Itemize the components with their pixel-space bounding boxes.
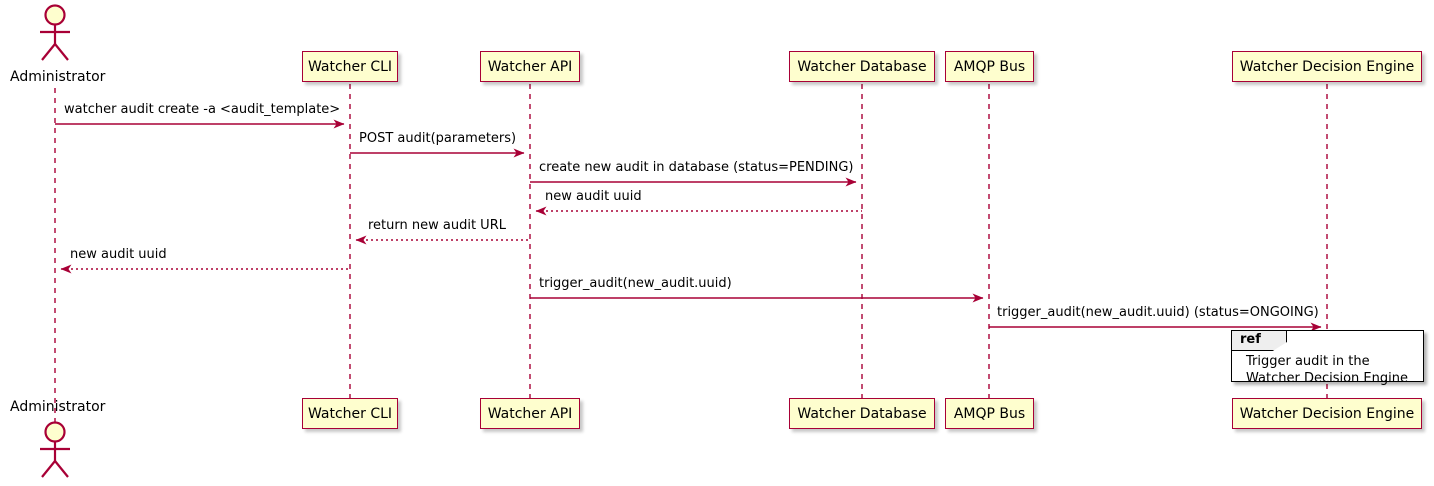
participant-box-watcher-decision-engine-bottom[interactable]: Watcher Decision Engine [1232,398,1422,429]
message-label-4: new audit uuid [545,189,642,204]
ref-fragment-text: Trigger audit in the Watcher Decision En… [1246,353,1408,387]
participant-box-watcher-api-top[interactable]: Watcher API [480,51,580,82]
message-arrows [55,119,1322,332]
actor-icon-bottom [40,421,70,478]
ref-fragment-keyword: ref [1240,332,1261,347]
actor-label-administrator-bottom: Administrator [10,399,106,415]
lifelines [54,84,1328,425]
message-label-6: new audit uuid [70,247,167,262]
participant-box-watcher-cli-top[interactable]: Watcher CLI [302,51,398,82]
participant-box-watcher-decision-engine-top[interactable]: Watcher Decision Engine [1232,51,1422,82]
ref-fragment[interactable]: ref Trigger audit in the Watcher Decisio… [1231,330,1424,386]
ref-fragment-tab [1232,331,1287,351]
message-label-7: trigger_audit(new_audit.uuid) [539,276,732,291]
actor-icon-top [40,4,70,61]
ref-fragment-line-2: Watcher Decision Engine [1246,371,1408,386]
message-label-1: watcher audit create -a <audit_template> [64,102,341,117]
participant-box-watcher-database-bottom[interactable]: Watcher Database [789,398,935,429]
ref-fragment-line-1: Trigger audit in the [1246,354,1370,369]
participant-box-watcher-database-top[interactable]: Watcher Database [789,51,935,82]
message-label-2: POST audit(parameters) [359,131,517,146]
participant-box-amqp-bus-bottom[interactable]: AMQP Bus [945,398,1034,429]
participant-box-amqp-bus-top[interactable]: AMQP Bus [945,51,1034,82]
message-label-8: trigger_audit(new_audit.uuid) (status=ON… [997,305,1319,320]
message-label-3: create new audit in database (status=PEN… [539,160,854,175]
message-label-5: return new audit URL [368,218,506,233]
participant-box-watcher-api-bottom[interactable]: Watcher API [480,398,580,429]
actor-label-administrator-top: Administrator [10,69,106,85]
participant-box-watcher-cli-bottom[interactable]: Watcher CLI [302,398,398,429]
